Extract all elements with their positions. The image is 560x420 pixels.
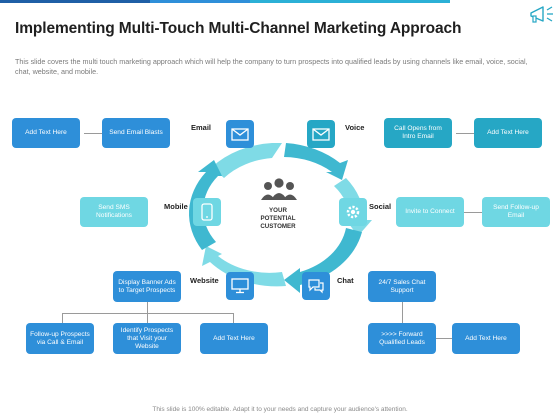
email-send-blasts-box[interactable]: Send Email Blasts bbox=[102, 118, 170, 148]
channel-label-chat: Chat bbox=[337, 276, 354, 285]
megaphone-icon bbox=[530, 6, 553, 23]
voice-call-opens-box[interactable]: Call Opens from Intro Email bbox=[384, 118, 452, 148]
connector bbox=[456, 133, 474, 134]
chat-add-text-box[interactable]: Add Text Here bbox=[452, 323, 520, 354]
envelope-icon bbox=[312, 127, 330, 141]
connector bbox=[62, 313, 63, 323]
connector bbox=[233, 313, 234, 323]
top-accent-bar-3 bbox=[250, 0, 450, 3]
gear-icon bbox=[346, 205, 360, 219]
phone-icon bbox=[201, 203, 213, 221]
social-channel-icon bbox=[339, 198, 367, 226]
center-customer-label: YOUR POTENTIAL CUSTOMER bbox=[260, 207, 296, 230]
connector bbox=[458, 212, 482, 213]
channel-label-mobile: Mobile bbox=[164, 202, 188, 211]
voice-add-text-box[interactable]: Add Text Here bbox=[474, 118, 542, 148]
page-title: Implementing Multi-Touch Multi-Channel M… bbox=[15, 20, 462, 37]
connector bbox=[84, 133, 102, 134]
website-channel-icon bbox=[226, 272, 254, 300]
social-send-followup-box[interactable]: Send Follow-up Email bbox=[482, 197, 550, 227]
website-followup-box[interactable]: Follow-up Prospects via Call & Email bbox=[26, 323, 94, 354]
website-add-text-box[interactable]: Add Text Here bbox=[200, 323, 268, 354]
website-display-banner-box[interactable]: Display Banner Ads to Target Prospects bbox=[113, 271, 181, 302]
connector bbox=[402, 302, 403, 324]
email-channel-icon bbox=[226, 120, 254, 148]
chat-icon bbox=[308, 279, 324, 294]
chat-channel-icon bbox=[302, 272, 330, 300]
connector bbox=[62, 313, 234, 314]
people-group-icon bbox=[261, 178, 297, 200]
email-add-text-box[interactable]: Add Text Here bbox=[12, 118, 80, 148]
channel-label-website: Website bbox=[190, 276, 219, 285]
chat-forward-box[interactable]: >>>> Forward Qualified Leads bbox=[368, 323, 436, 354]
footer-note: This slide is 100% editable. Adapt it to… bbox=[152, 406, 408, 413]
mobile-channel-icon bbox=[193, 198, 221, 226]
chat-support-box[interactable]: 24/7 Sales Chat Support bbox=[368, 271, 436, 302]
monitor-icon bbox=[231, 278, 249, 294]
channel-label-voice: Voice bbox=[345, 123, 365, 132]
page-description: This slide covers the multi touch market… bbox=[15, 57, 528, 76]
envelope-icon bbox=[231, 127, 249, 141]
connector bbox=[436, 338, 452, 339]
top-accent-bar-2 bbox=[150, 0, 250, 3]
channel-label-email: Email bbox=[191, 123, 212, 132]
top-accent-bar-1 bbox=[0, 0, 150, 3]
mobile-send-sms-box[interactable]: Send SMS Notifications bbox=[80, 197, 148, 227]
social-invite-box[interactable]: Invite to Connect bbox=[396, 197, 464, 227]
website-identify-box[interactable]: Identify Prospects that Visit your Websi… bbox=[113, 323, 181, 354]
voice-channel-icon bbox=[307, 120, 335, 148]
channel-label-social: Social bbox=[369, 202, 392, 211]
